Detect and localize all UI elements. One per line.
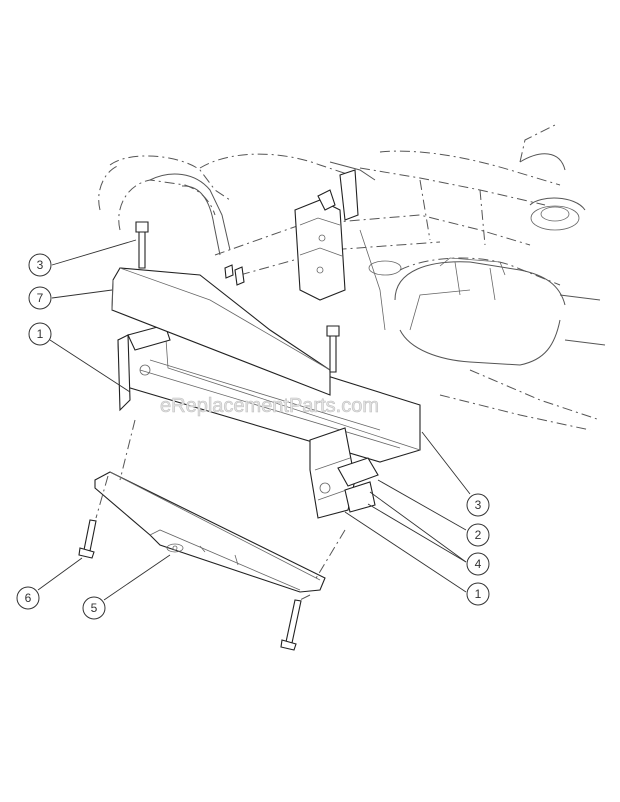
svg-text:3: 3 [475, 498, 482, 512]
callout-1-right: 1 [344, 511, 490, 606]
watermark-text: eReplacementParts.com [160, 395, 379, 417]
svg-text:2: 2 [475, 528, 482, 542]
callout-5: 5 [82, 554, 171, 620]
callout-2: 2 [377, 479, 490, 547]
assembly-phantom-lines [95, 419, 346, 601]
svg-text:4: 4 [475, 557, 482, 571]
carriage-bolt-6-right [280, 599, 302, 651]
front-cover-panel [111, 267, 331, 396]
svg-text:1: 1 [475, 587, 482, 601]
callout-3-right: 3 [421, 431, 490, 517]
svg-text:6: 6 [25, 591, 32, 605]
callout-1-left: 1 [28, 322, 131, 393]
callout-4: 4 [367, 491, 490, 576]
callout-3-upper-left: 3 [28, 239, 137, 277]
bolt-3-right [326, 325, 340, 373]
svg-text:7: 7 [37, 291, 44, 305]
svg-text:1: 1 [37, 327, 44, 341]
bolt-3-left [135, 221, 149, 269]
carriage-bolt-6-left [78, 519, 97, 559]
lower-deflector-plate [94, 471, 326, 593]
callout-7: 7 [28, 286, 113, 310]
callout-6: 6 [16, 557, 83, 610]
svg-text:5: 5 [91, 601, 98, 615]
svg-text:3: 3 [37, 258, 44, 272]
mower-chassis-outline [98, 124, 606, 431]
